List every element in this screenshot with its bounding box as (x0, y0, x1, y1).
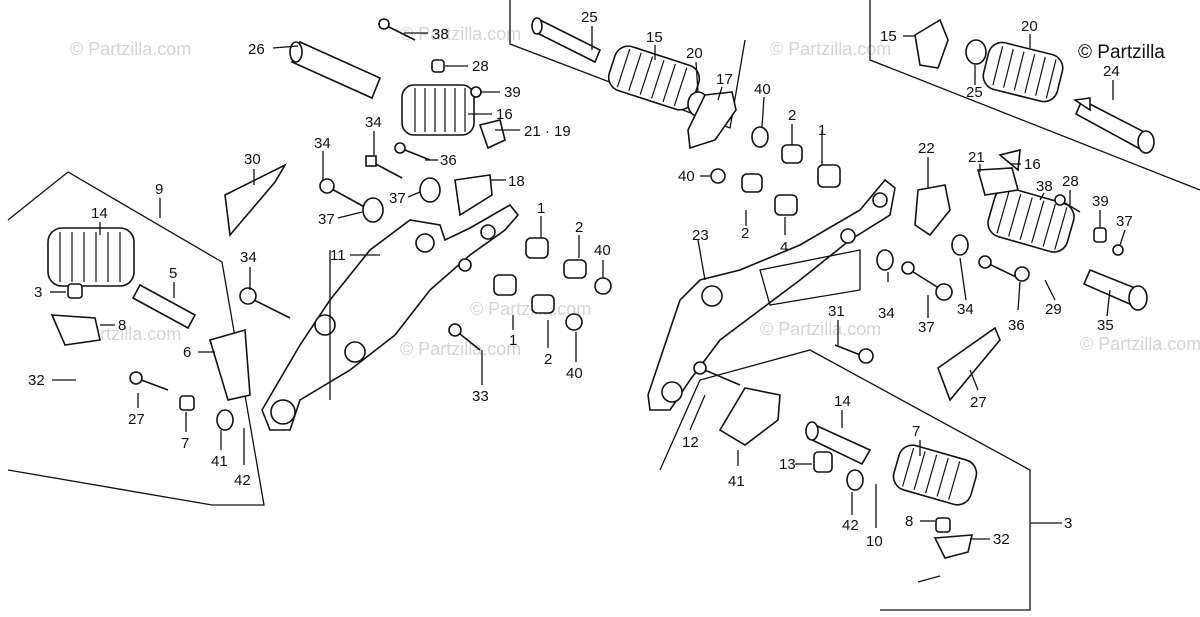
callout-label: 4 (780, 239, 788, 256)
callout-label: 20 (686, 45, 703, 62)
callout-label: 25 (966, 84, 983, 101)
callout-label: 10 (866, 533, 883, 550)
footpeg-rubber-14b (892, 444, 978, 506)
callout-labels: 26 38 28 39 16 21 · 19 36 18 34 34 37 37… (28, 9, 1133, 550)
watermark: © Partzilla.com (400, 24, 521, 44)
group-box-10 (659, 349, 1031, 611)
hardware-small-parts (50, 18, 1124, 559)
callout-label: 2 (575, 219, 583, 236)
callout-label: 1 (537, 200, 545, 217)
callout-label: 28 (472, 58, 489, 75)
callout-label: 3 (1064, 515, 1072, 532)
callout-label: 29 (1045, 301, 1062, 318)
callout-label: 32 (28, 372, 45, 389)
callout-label: 40 (594, 242, 611, 259)
callout-label: 35 (1097, 317, 1114, 334)
callout-label: 14 (91, 205, 108, 222)
callout-label: 7 (181, 435, 189, 452)
callout-label: 26 (248, 41, 265, 58)
callout-label: 17 (716, 71, 733, 88)
callout-label: 6 (183, 344, 191, 361)
callout-label: 8 (118, 317, 126, 334)
callout-label: 15 (880, 28, 897, 45)
callout-label: 2 (741, 225, 749, 242)
watermark: © Partzilla.com (760, 319, 881, 339)
callout-label: 34 (240, 249, 257, 266)
callout-label: 34 (957, 301, 974, 318)
footpeg-rubber-15b (982, 41, 1064, 103)
callout-label: 34 (878, 305, 895, 322)
callout-label: 40 (678, 168, 695, 185)
callout-label: 27 (970, 394, 987, 411)
right-step-bracket (647, 178, 896, 411)
callout-label: 38 (432, 26, 449, 43)
callout-label: 41 (211, 453, 228, 470)
callout-label: 27 (128, 411, 145, 428)
leader-lines (50, 26, 1126, 583)
callout-label: 37 (1116, 213, 1133, 230)
left-step-bracket (261, 203, 520, 431)
callout-label: 18 (508, 173, 525, 190)
watermark: © Partzilla.com (770, 39, 891, 59)
callout-label: 33 (472, 388, 489, 405)
footpeg-rubber-16a (401, 84, 475, 136)
callout-label: 16 (1024, 156, 1041, 173)
callout-label: 2 (544, 351, 552, 368)
callout-label: 2 (788, 107, 796, 124)
callout-label: 41 (728, 473, 745, 490)
callout-label: 39 (504, 84, 521, 101)
callout-label: 25 (581, 9, 598, 26)
callout-label: 37 (918, 319, 935, 336)
callout-label: 1 (509, 332, 517, 349)
callout-label: 8 (905, 513, 913, 530)
callout-label: 30 (244, 151, 261, 168)
callout-label: 40 (754, 81, 771, 98)
callout-label: 12 (682, 434, 699, 451)
callout-label: 42 (234, 472, 251, 489)
footpeg-rubber-14a (47, 227, 135, 287)
callout-label: 7 (912, 423, 920, 440)
callout-label: 5 (169, 265, 177, 282)
callout-label: 40 (566, 365, 583, 382)
callout-label: 21 (968, 149, 985, 166)
callout-label: 42 (842, 517, 859, 534)
group-box-top-right (869, 0, 1200, 191)
callout-label: 37 (318, 211, 335, 228)
pins-and-shafts (131, 17, 1155, 466)
callout-label: 37 (389, 190, 406, 207)
watermark: © Partzilla.com (400, 339, 521, 359)
callout-label: 36 (1008, 317, 1025, 334)
callout-label: 14 (834, 393, 851, 410)
callout-label: 3 (34, 284, 42, 301)
copyright-logo: © Partzilla (1078, 42, 1165, 63)
callout-label: 15 (646, 29, 663, 46)
watermark: © Partzilla.com (70, 39, 191, 59)
callout-label: 39 (1092, 193, 1109, 210)
callout-label: 9 (155, 181, 163, 198)
callout-label: 11 (330, 247, 346, 264)
callout-label: 13 (779, 456, 796, 473)
footpeg-rubber-16b (987, 187, 1075, 253)
callout-label: 28 (1062, 173, 1079, 190)
callout-label: 20 (1021, 18, 1038, 35)
callout-label: 21 · 19 (524, 123, 571, 140)
callout-label: 1 (818, 122, 826, 139)
callout-label: 38 (1036, 178, 1053, 195)
callout-label: 36 (440, 152, 457, 169)
callout-label: 23 (692, 227, 709, 244)
callout-label: 16 (496, 106, 513, 123)
watermark: © Partzilla.com (1080, 334, 1200, 354)
callout-label: 22 (918, 140, 935, 157)
callout-label: 24 (1103, 63, 1120, 80)
callout-label: 34 (314, 135, 331, 152)
callout-label: 32 (993, 531, 1010, 548)
watermark: © Partzilla.com (470, 299, 591, 319)
callout-label: 34 (365, 114, 382, 131)
callout-label: 31 (828, 303, 845, 320)
